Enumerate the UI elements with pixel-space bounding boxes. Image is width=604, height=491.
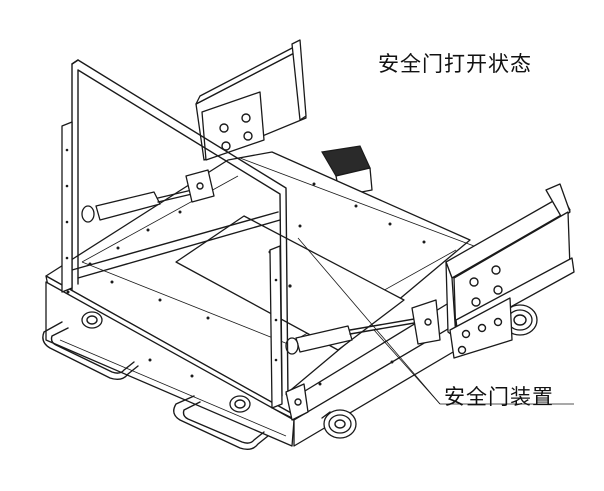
fitting-front — [321, 409, 357, 439]
leader-lines — [297, 237, 574, 405]
side-mounting-bracket — [445, 183, 575, 359]
gas-spring-upper — [81, 169, 215, 223]
gas-spring-lower — [285, 299, 441, 355]
knob-center — [229, 395, 251, 413]
rear-mounting-bracket — [195, 39, 307, 161]
safety-door-device-label: 安全门装置 — [444, 385, 554, 409]
knob-left — [81, 311, 103, 329]
open-state-label: 安全门打开状态 — [378, 52, 532, 76]
handle-left — [42, 321, 139, 381]
rear-block — [321, 145, 373, 197]
safety-door-frame — [61, 59, 309, 421]
handle-right — [173, 395, 269, 451]
base-plate — [45, 151, 475, 419]
